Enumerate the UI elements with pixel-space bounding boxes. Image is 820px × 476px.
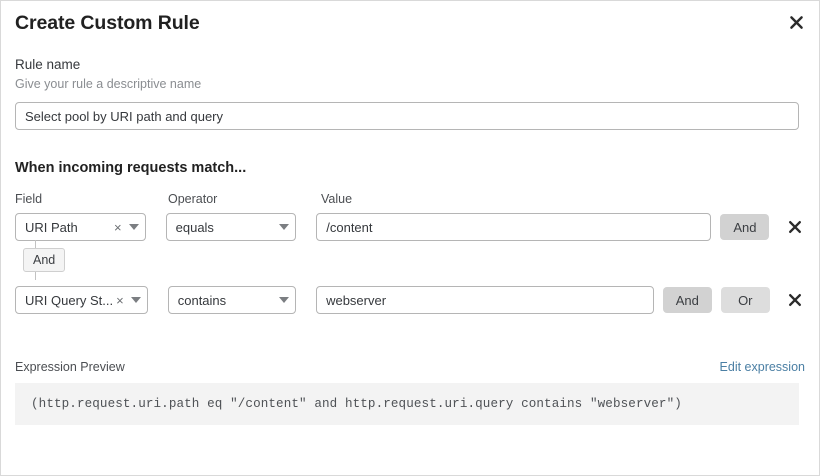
chevron-down-icon — [130, 297, 141, 303]
and-button-2[interactable]: And — [662, 287, 712, 313]
field-select-1-value: URI Path — [25, 219, 78, 235]
delete-row-icon-2[interactable] — [786, 290, 805, 310]
match-section-title: When incoming requests match... — [15, 160, 247, 176]
or-button-2[interactable]: Or — [720, 287, 770, 313]
clear-icon[interactable]: × — [116, 292, 124, 308]
operator-select-1[interactable]: equals — [165, 213, 297, 241]
and-button-1[interactable]: And — [720, 214, 770, 240]
dialog-header: Create Custom Rule — [15, 1, 805, 36]
column-header-operator: Operator — [168, 192, 218, 206]
joiner-and-badge[interactable]: And — [23, 248, 66, 272]
condition-column-headers: Field Operator Value — [15, 192, 805, 206]
value-input-1[interactable] — [316, 213, 712, 241]
edit-expression-link[interactable]: Edit expression — [719, 360, 805, 374]
rule-name-block: Rule name Give your rule a descriptive n… — [15, 56, 805, 130]
chevron-down-icon — [279, 297, 290, 303]
rule-name-help: Give your rule a descriptive name — [15, 77, 202, 91]
dialog-title: Create Custom Rule — [15, 12, 200, 34]
rule-name-label: Rule name — [15, 57, 81, 72]
rule-name-input[interactable] — [15, 102, 799, 130]
condition-joiner: And — [15, 240, 148, 280]
chevron-down-icon — [279, 224, 290, 230]
operator-select-2-value: contains — [177, 292, 227, 308]
close-icon[interactable] — [785, 11, 807, 33]
expression-preview-code: (http.request.uri.path eq "/content" and… — [15, 383, 799, 425]
chevron-down-icon — [128, 224, 139, 230]
field-select-2[interactable]: URI Query St... × — [15, 286, 148, 314]
column-header-field: Field — [15, 192, 43, 206]
delete-row-icon-1[interactable] — [785, 217, 805, 237]
column-header-value: Value — [321, 192, 353, 206]
field-select-1[interactable]: URI Path × — [15, 213, 146, 241]
expression-preview-header: Expression Preview Edit expression — [15, 360, 805, 374]
value-input-2[interactable] — [316, 286, 654, 314]
clear-icon[interactable]: × — [114, 219, 122, 235]
field-select-2-value: URI Query St... — [25, 292, 114, 308]
expression-preview-label: Expression Preview — [15, 360, 125, 374]
condition-row: URI Path × equals And — [15, 213, 805, 241]
condition-row: URI Query St... × contains And Or — [15, 286, 805, 314]
operator-select-2[interactable]: contains — [167, 286, 297, 314]
operator-select-1-value: equals — [175, 219, 214, 235]
